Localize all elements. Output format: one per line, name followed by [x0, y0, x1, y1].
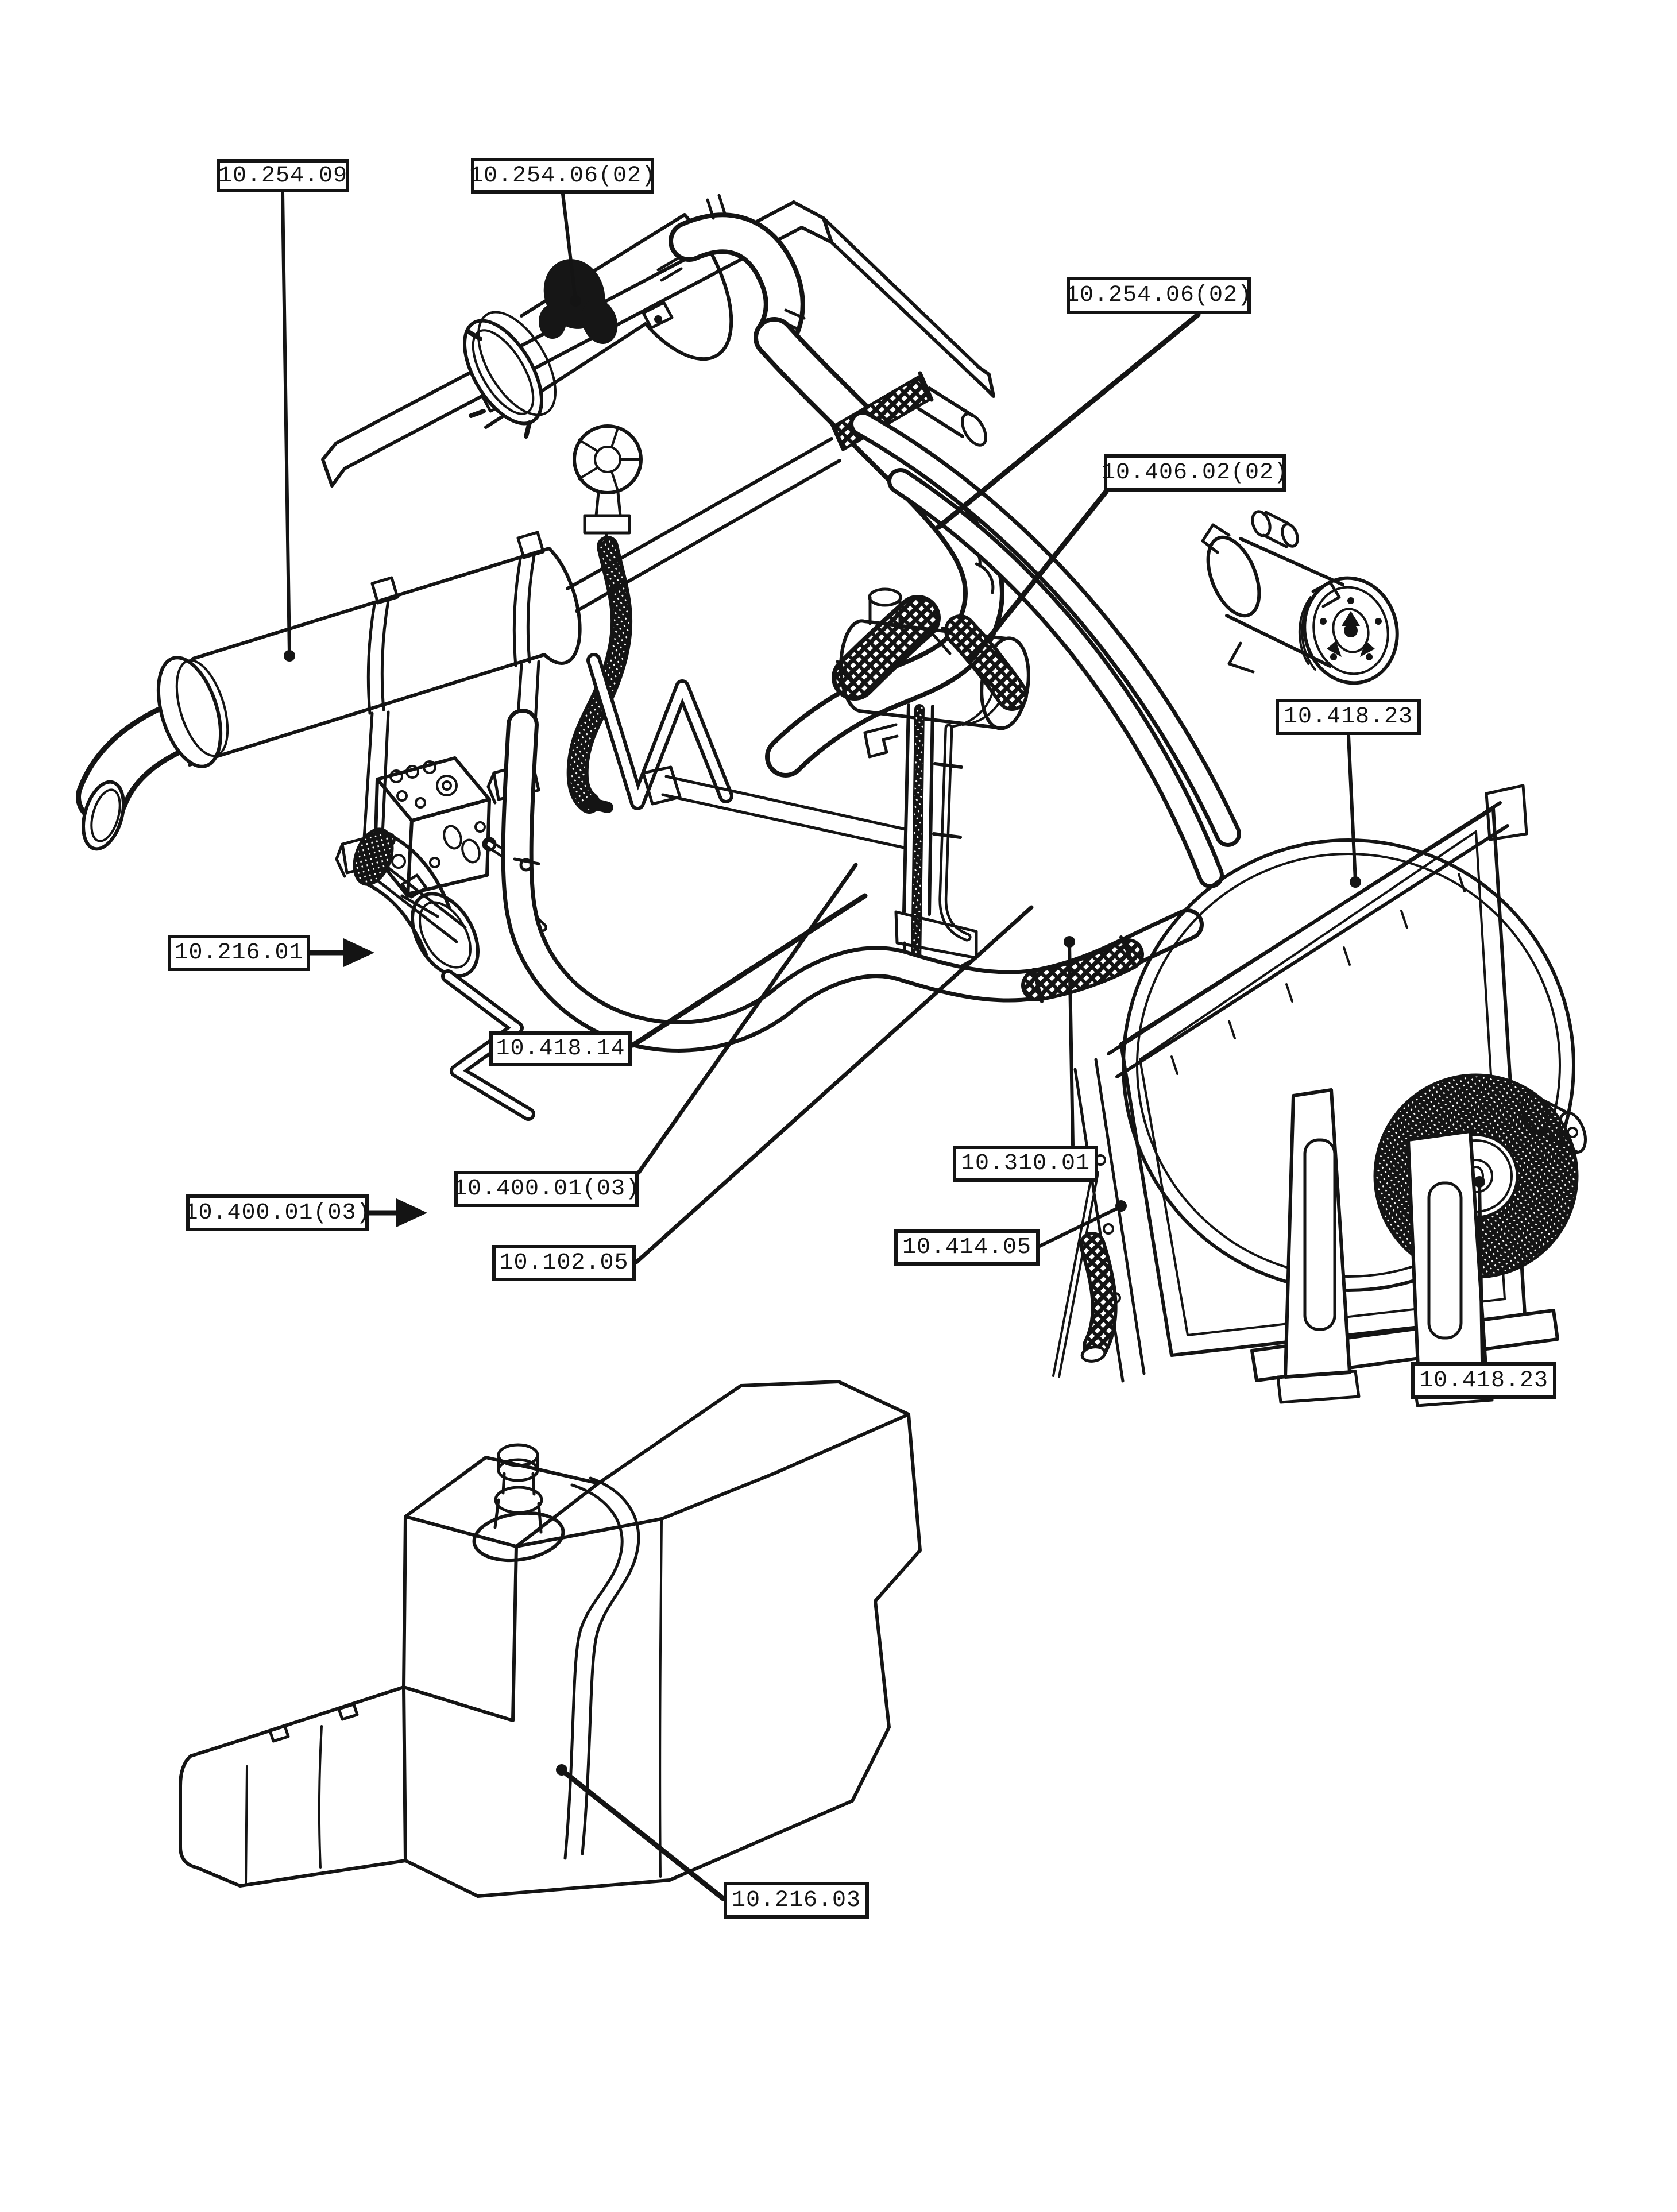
callout-10-414-05[interactable]: 10.414.05	[894, 1229, 1040, 1266]
callout-label: 10.414.05	[902, 1235, 1032, 1260]
radiator	[1052, 784, 1528, 1383]
callout-10-216-03[interactable]: 10.216.03	[724, 1882, 869, 1919]
fuel-tank	[179, 1380, 922, 1898]
callout-label: 10.310.01	[960, 1151, 1091, 1177]
callout-10-400-01-left[interactable]: 10.400.01(03)	[184, 1194, 371, 1231]
callout-label: 10.406.02(02)	[1101, 460, 1289, 486]
tank-strap	[563, 1476, 640, 1860]
muffler-clamp	[366, 531, 545, 715]
callout-label: 10.216.03	[731, 1887, 861, 1913]
leader-10-254-09	[281, 191, 295, 662]
callout-10-418-23-top[interactable]: 10.418.23	[1276, 699, 1421, 735]
leader-10-406-02	[969, 489, 1109, 662]
leader-10-400-01	[636, 863, 858, 1175]
callout-label: 10.102.05	[499, 1250, 629, 1276]
leader-10-102-05	[634, 905, 1034, 1264]
zigzag-tube	[586, 653, 733, 810]
callout-label: 10.254.06(02)	[1065, 283, 1253, 308]
leader-10-400-01-arrow	[366, 1198, 427, 1227]
filler-neck	[472, 1443, 565, 1563]
callout-label: 10.418.14	[496, 1036, 625, 1062]
radiator-drain-hose	[1079, 1232, 1118, 1363]
callout-label: 10.400.01(03)	[184, 1200, 371, 1226]
brake-valve	[366, 756, 491, 943]
leader-10-254-06-top	[561, 192, 581, 307]
leader-lines	[281, 191, 1485, 1901]
callout-label: 10.254.06(02)	[469, 163, 656, 189]
pulley-spokes	[1327, 611, 1375, 657]
callout-label: 10.216.01	[174, 940, 304, 966]
callout-label: 10.418.23	[1419, 1367, 1549, 1394]
ac-compressor	[1201, 510, 1399, 685]
callout-10-254-06-right[interactable]: 10.254.06(02)	[1065, 277, 1253, 314]
muffler	[76, 531, 582, 878]
callout-label: 10.254.09	[218, 163, 348, 189]
leader-10-254-06-right	[936, 312, 1201, 530]
callout-label: 10.418.23	[1283, 704, 1413, 730]
callout-10-254-09[interactable]: 10.254.09	[217, 159, 349, 192]
callout-10-254-06-top[interactable]: 10.254.06(02)	[469, 158, 656, 194]
callout-10-216-01[interactable]: 10.216.01	[168, 935, 310, 971]
air-cleaner	[462, 194, 806, 439]
lower-radiator-hose	[501, 709, 1204, 1053]
leader-10-216-03	[556, 1764, 726, 1901]
callout-label: 10.400.01(03)	[453, 1176, 640, 1202]
leader-10-418-23-top	[1347, 734, 1361, 888]
leader-10-418-14	[630, 893, 868, 1048]
air-cleaner-outlet-elbow	[669, 194, 806, 358]
callout-10-418-23-bottom[interactable]: 10.418.23	[1411, 1362, 1556, 1399]
leader-10-216-01-arrow	[307, 938, 374, 967]
callout-10-400-01-mid[interactable]: 10.400.01(03)	[453, 1171, 640, 1207]
leader-10-418-23-bottom	[1474, 1176, 1485, 1363]
callout-10-310-01[interactable]: 10.310.01	[953, 1146, 1098, 1182]
fan-shroud	[1122, 838, 1575, 1292]
leader-10-414-05	[1038, 1200, 1127, 1248]
callout-10-102-05[interactable]: 10.102.05	[492, 1245, 636, 1281]
overflow-tube	[932, 724, 972, 942]
leader-10-310-01	[1064, 936, 1075, 1147]
callout-10-406-02[interactable]: 10.406.02(02)	[1101, 454, 1289, 492]
breather-cap	[573, 424, 643, 547]
callout-10-418-14[interactable]: 10.418.14	[489, 1031, 632, 1066]
exhaust-flex-pipe	[566, 371, 987, 613]
upper-radiator-hoses	[849, 411, 1241, 888]
